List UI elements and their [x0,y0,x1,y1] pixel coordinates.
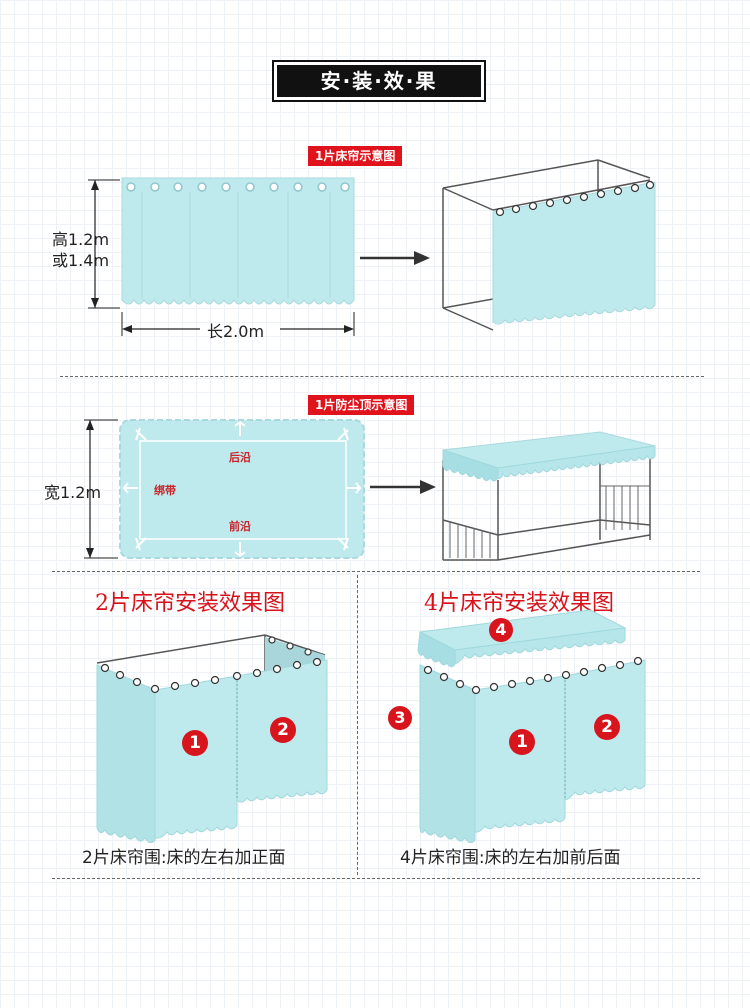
panel-number-2: 2 [277,720,289,740]
two-panel-caption: 2片床帘围:床的左右加正面 [82,848,286,868]
section-divider-vertical [357,575,358,875]
width-label: 宽1.2m [44,483,102,502]
section-divider [60,376,704,377]
canopy-diagram-tag: 1片防尘顶示意图 [308,395,415,415]
page-title: 安·装·效·果 [277,65,481,97]
panel-number-3: 3 [394,708,406,727]
two-panel-illustration [96,634,328,844]
four-panel-illustration [388,609,646,844]
section-divider-2 [52,571,700,572]
front-edge-label: 前沿 [229,520,251,533]
curtain-diagram-tag: 1片床帘示意图 [308,146,403,166]
height-label-1: 高1.2m [52,230,110,249]
flat-canopy-illustration [84,419,656,561]
tie-label: 绑带 [154,484,176,497]
four-panel-caption: 4片床帘围:床的左右加前后面 [400,848,621,868]
panel-number-1: 1 [189,733,201,753]
panel-number-4: 4 [495,620,507,639]
bottom-divider [52,878,700,879]
height-label-2: 或1.4m [52,251,110,270]
page-title-box: 安·装·效·果 [272,60,486,102]
back-edge-label: 后沿 [229,451,251,464]
numbered-circle-icon [270,717,296,743]
length-label: 长2.0m [207,322,265,341]
flat-curtain-illustration [88,159,656,336]
panel-number-2b: 2 [601,717,613,737]
numbered-circle-icon [182,730,208,756]
two-panel-title: 2片床帘安装效果图 [95,591,285,616]
panel-number-1b: 1 [516,732,528,752]
